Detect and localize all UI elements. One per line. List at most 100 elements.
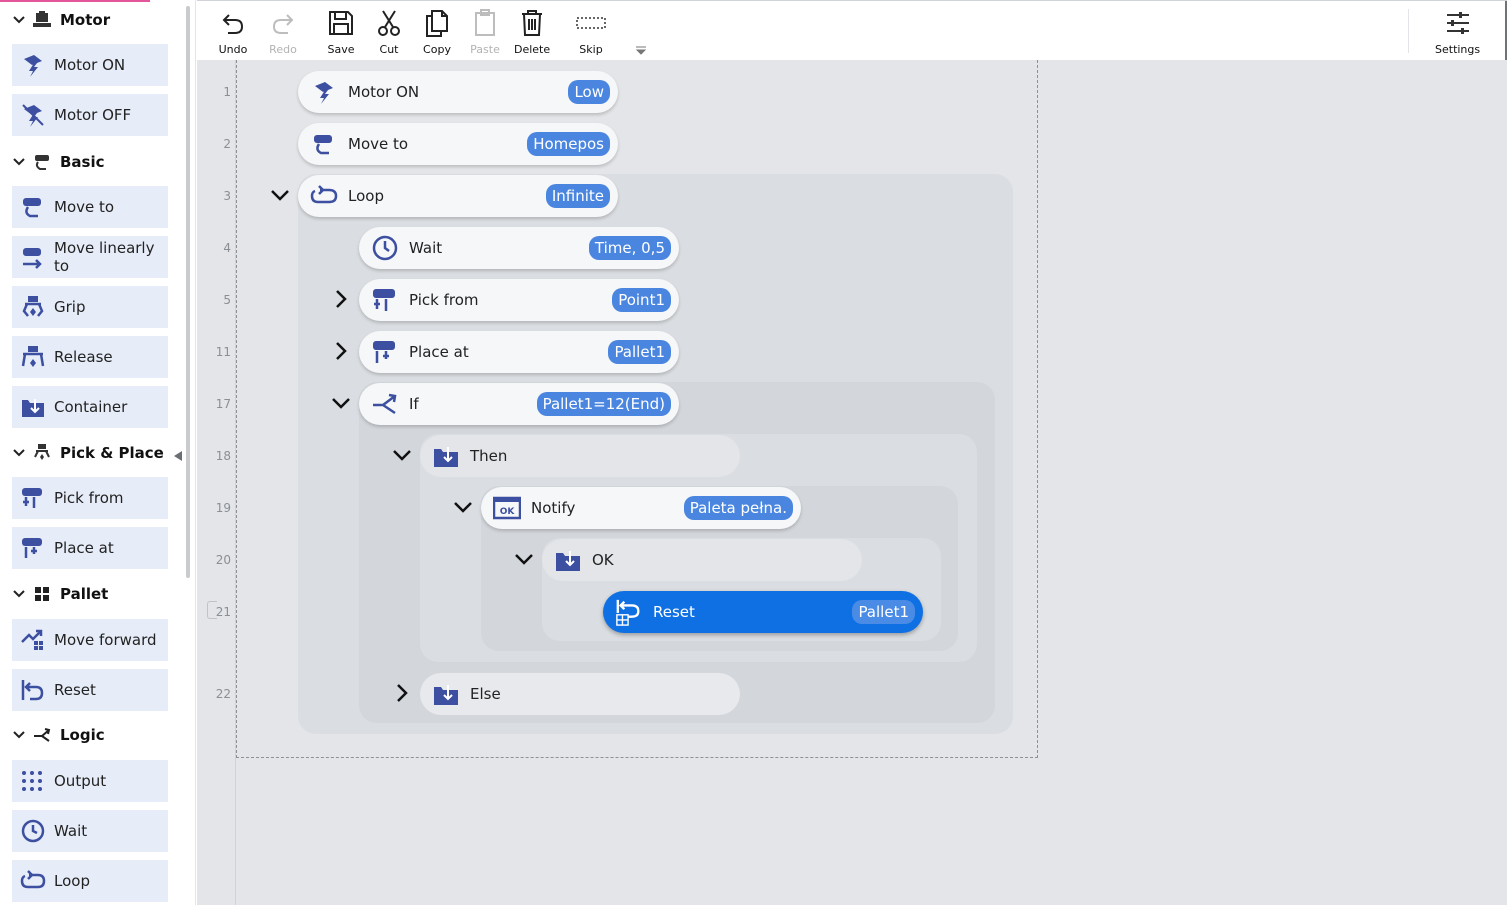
svg-text:OK: OK bbox=[500, 507, 516, 517]
block-parameter-badge[interactable]: Infinite bbox=[545, 184, 610, 208]
toolbox-item-move-to[interactable]: Move to bbox=[12, 186, 168, 228]
chevron-down-icon bbox=[10, 730, 28, 740]
copy-button[interactable]: Copy bbox=[421, 7, 453, 56]
collapse-if-toggle[interactable] bbox=[328, 390, 354, 416]
block-place-at[interactable]: Place at Pallet1 bbox=[359, 331, 679, 373]
block-label: Reset bbox=[653, 603, 695, 621]
chevron-down-icon bbox=[10, 589, 28, 599]
line-number: 20 bbox=[215, 553, 231, 567]
toolbox-item-container[interactable]: Container bbox=[12, 386, 168, 428]
copy-icon bbox=[421, 7, 453, 39]
block-label: Wait bbox=[409, 239, 443, 257]
save-button[interactable]: Save bbox=[325, 7, 357, 56]
motor-on-icon bbox=[310, 78, 338, 106]
toolbox-item-release[interactable]: Release bbox=[12, 336, 168, 378]
move-to-icon bbox=[310, 130, 338, 158]
toolbox-item-motor-off[interactable]: Motor OFF bbox=[12, 94, 168, 136]
settings-sliders-icon bbox=[1442, 7, 1474, 39]
settings-button[interactable]: Settings bbox=[1435, 7, 1480, 56]
line-number: 21 bbox=[215, 605, 231, 619]
section-header-motor[interactable]: Motor bbox=[10, 8, 110, 32]
toolbox-item-pick-from[interactable]: Pick from bbox=[12, 477, 168, 519]
block-label: Move to bbox=[348, 135, 409, 153]
logic-branch-icon bbox=[371, 390, 399, 418]
toolbox-item-output[interactable]: Output bbox=[12, 760, 168, 802]
toolbar-overflow-icon[interactable] bbox=[635, 41, 647, 60]
toolbox-item-reset[interactable]: Reset bbox=[12, 669, 168, 711]
block-label: Pick from bbox=[409, 291, 479, 309]
section-header-pallet[interactable]: Pallet bbox=[10, 582, 108, 606]
block-notify[interactable]: OK Notify Paleta pełna. bbox=[481, 487, 801, 529]
block-then[interactable]: Then bbox=[420, 435, 740, 477]
block-if[interactable]: If Pallet1=12(End) bbox=[359, 383, 679, 425]
logic-branch-icon bbox=[30, 726, 54, 744]
clock-icon bbox=[371, 234, 399, 262]
undo-icon bbox=[217, 7, 249, 39]
block-parameter-badge[interactable]: Pallet1=12(End) bbox=[536, 392, 671, 416]
line-number: 22 bbox=[215, 687, 231, 701]
block-motor-on[interactable]: Motor ON Low bbox=[298, 71, 618, 113]
pick-from-icon bbox=[371, 286, 399, 314]
block-parameter-badge[interactable]: Point1 bbox=[612, 288, 671, 312]
section-header-logic[interactable]: Logic bbox=[10, 723, 105, 747]
block-parameter-badge[interactable]: Low bbox=[568, 80, 610, 104]
move-forward-icon bbox=[20, 627, 46, 653]
block-label: Else bbox=[470, 685, 501, 703]
section-title: Motor bbox=[60, 11, 111, 29]
undo-button[interactable]: Undo bbox=[217, 7, 249, 56]
block-parameter-badge[interactable]: Pallet1 bbox=[608, 340, 671, 364]
toolbox-sidebar: Motor Motor ON Motor OFF Basic Move to M… bbox=[0, 0, 196, 905]
sidebar-scrollbar[interactable] bbox=[186, 6, 190, 578]
program-editor[interactable]: 1 2 3 4 5 11 17 18 19 20 21 22 Motor ON … bbox=[197, 60, 1507, 905]
motor-on-icon bbox=[20, 52, 46, 78]
collapse-then-toggle[interactable] bbox=[389, 442, 415, 468]
section-title: Pick & Place bbox=[60, 444, 164, 462]
expand-place-at-toggle[interactable] bbox=[328, 338, 354, 364]
section-header-pick-place[interactable]: Pick & Place bbox=[10, 441, 164, 465]
expand-pick-from-toggle[interactable] bbox=[328, 286, 354, 312]
collapse-sidebar-icon[interactable] bbox=[172, 447, 184, 466]
loop-icon bbox=[310, 182, 338, 210]
trash-icon bbox=[516, 7, 548, 39]
window-edge bbox=[1505, 1, 1507, 61]
paste-button[interactable]: Paste bbox=[469, 7, 501, 56]
place-at-icon bbox=[20, 535, 46, 561]
expand-else-toggle[interactable] bbox=[389, 680, 415, 706]
block-pick-from[interactable]: Pick from Point1 bbox=[359, 279, 679, 321]
block-move-to[interactable]: Move to Homepos bbox=[298, 123, 618, 165]
line-number: 3 bbox=[223, 189, 231, 203]
block-loop[interactable]: Loop Infinite bbox=[298, 175, 618, 217]
collapse-ok-toggle[interactable] bbox=[511, 546, 537, 572]
delete-button[interactable]: Delete bbox=[514, 7, 550, 56]
collapse-loop-toggle[interactable] bbox=[267, 182, 293, 208]
block-parameter-badge[interactable]: Time, 0,5 bbox=[588, 236, 671, 260]
toolbox-item-motor-on[interactable]: Motor ON bbox=[12, 44, 168, 86]
block-wait[interactable]: Wait Time, 0,5 bbox=[359, 227, 679, 269]
block-reset[interactable]: Reset Pallet1 bbox=[603, 591, 923, 633]
toolbox-item-move-forward[interactable]: Move forward bbox=[12, 619, 168, 661]
block-ok[interactable]: OK bbox=[542, 539, 862, 581]
redo-button[interactable]: Redo bbox=[267, 7, 299, 56]
toolbox-item-label: Reset bbox=[54, 681, 96, 699]
section-title: Basic bbox=[60, 153, 105, 171]
container-icon bbox=[432, 680, 460, 708]
toolbox-item-place-at[interactable]: Place at bbox=[12, 527, 168, 569]
block-parameter-badge[interactable]: Paleta pełna. bbox=[683, 496, 793, 520]
section-header-basic[interactable]: Basic bbox=[10, 150, 105, 174]
cut-button[interactable]: Cut bbox=[373, 7, 405, 56]
scissors-icon bbox=[373, 7, 405, 39]
skip-button[interactable]: Skip bbox=[575, 7, 607, 56]
toolbox-item-wait[interactable]: Wait bbox=[12, 810, 168, 852]
collapse-notify-toggle[interactable] bbox=[450, 494, 476, 520]
breakpoint-marker[interactable] bbox=[207, 601, 217, 619]
sidebar-top-accent bbox=[0, 0, 150, 2]
block-else[interactable]: Else bbox=[420, 673, 740, 715]
toolbox-item-label: Motor OFF bbox=[54, 106, 132, 124]
loop-icon bbox=[20, 868, 46, 894]
toolbox-item-move-linearly-to[interactable]: Move linearly to bbox=[12, 236, 168, 278]
toolbox-item-label: Release bbox=[54, 348, 113, 366]
block-parameter-badge[interactable]: Homepos bbox=[527, 132, 610, 156]
block-parameter-badge[interactable]: Pallet1 bbox=[852, 600, 915, 624]
toolbox-item-loop[interactable]: Loop bbox=[12, 860, 168, 902]
toolbox-item-grip[interactable]: Grip bbox=[12, 286, 168, 328]
